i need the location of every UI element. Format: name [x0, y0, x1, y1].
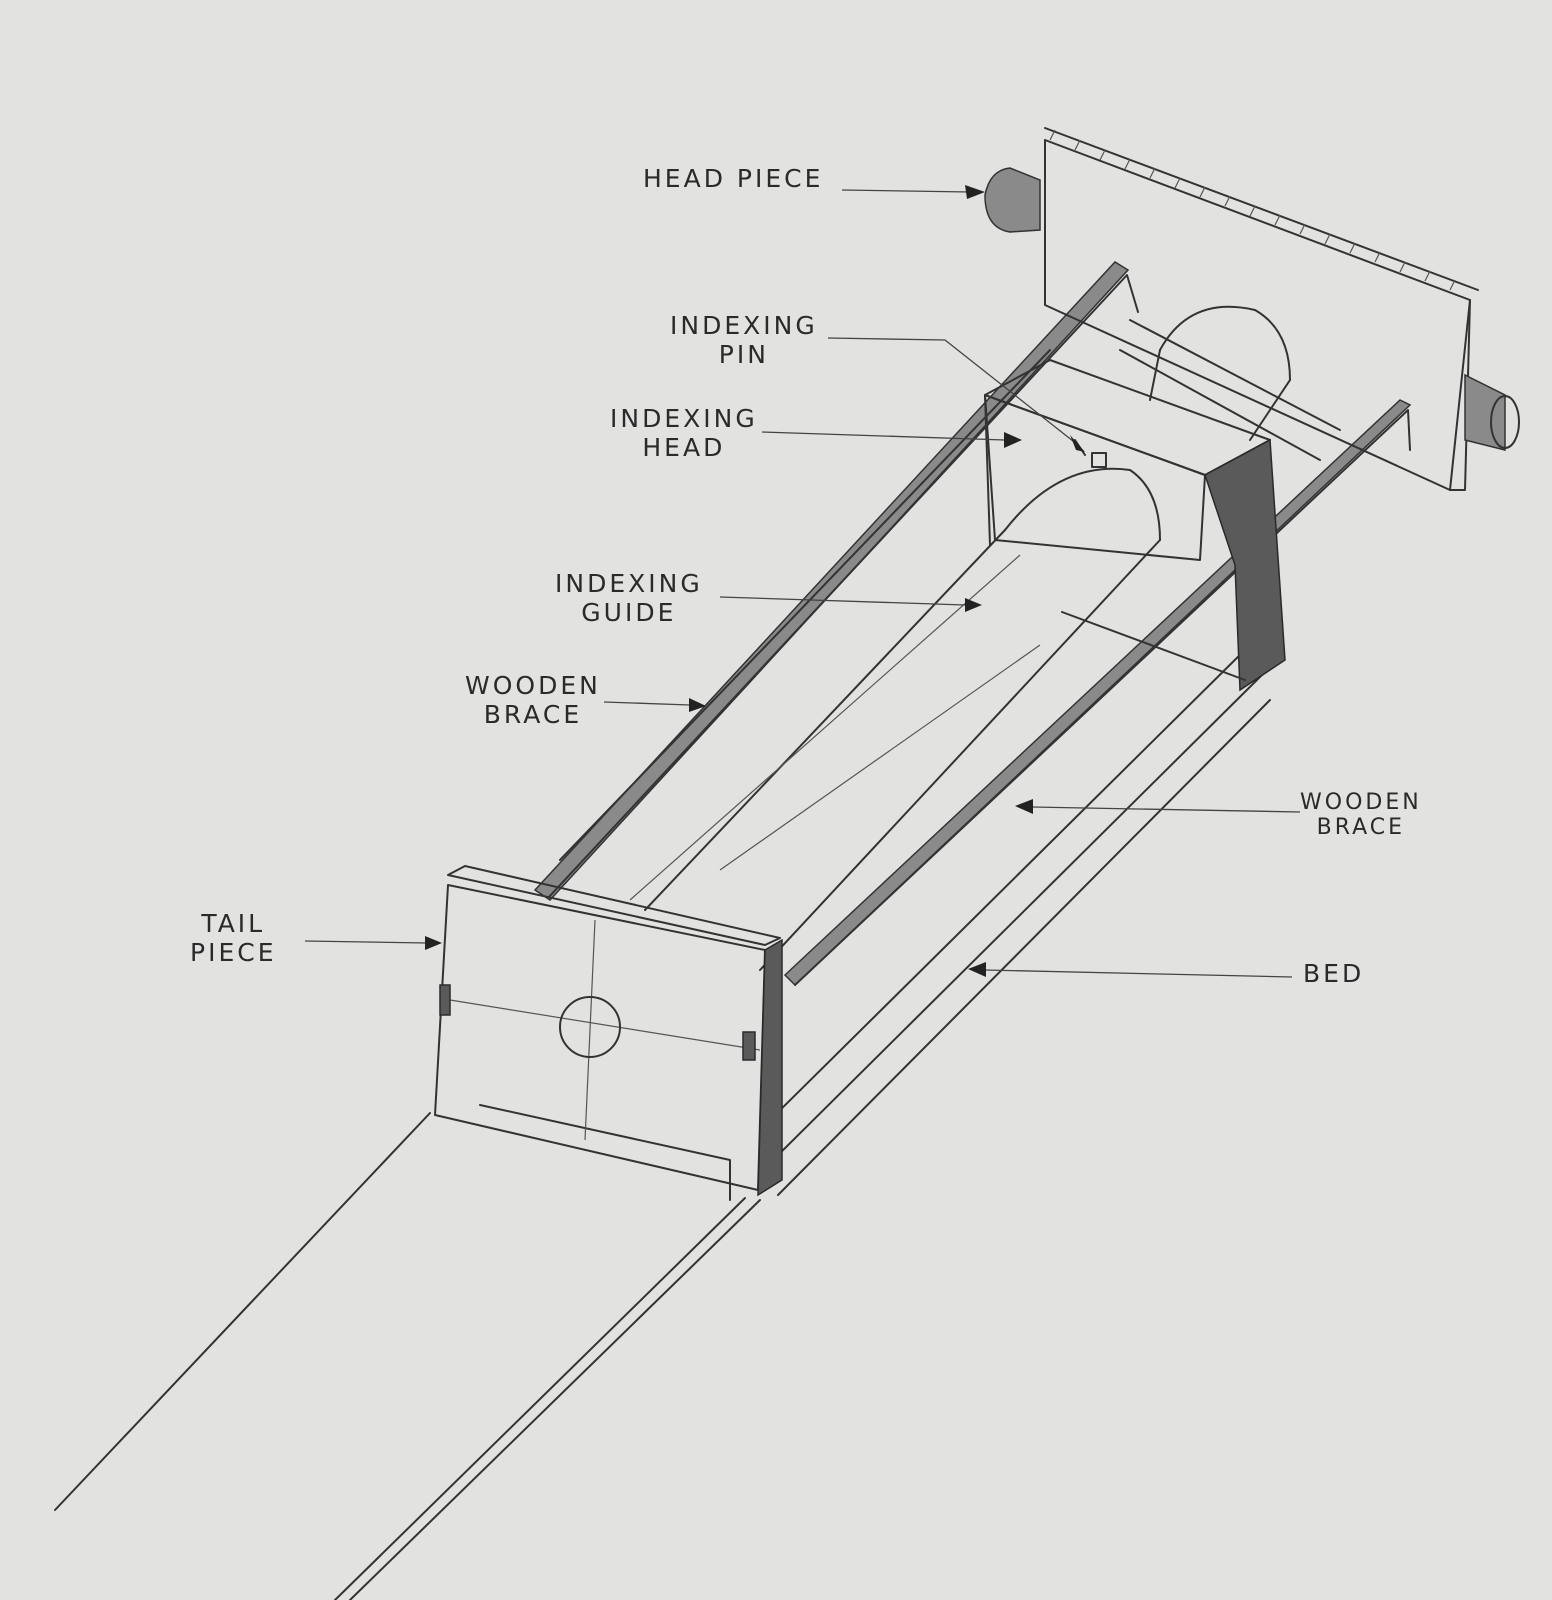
indexing-head — [984, 359, 1286, 692]
rear-cylinder — [1119, 305, 1341, 461]
label-indexing-head: INDEXING HEAD — [610, 404, 758, 462]
label-wooden-brace-right: WOODEN BRACE — [1300, 790, 1422, 841]
label-bed: BED — [1303, 959, 1365, 988]
right-clip — [742, 1031, 756, 1061]
tail-piece-hole — [559, 996, 621, 1058]
indexing-guide — [629, 467, 1246, 971]
label-tail-piece: TAIL PIECE — [190, 909, 277, 967]
label-indexing-guide: INDEXING GUIDE — [555, 569, 703, 627]
bed — [54, 639, 1271, 1600]
indexing-pin — [1091, 452, 1107, 468]
left-clip — [439, 984, 451, 1016]
wooden-brace-right — [783, 399, 1412, 987]
tail-piece — [434, 865, 783, 1201]
label-head-piece: HEAD PIECE — [643, 164, 824, 193]
head-piece — [984, 127, 1520, 491]
leaders — [304, 185, 1301, 978]
label-wooden-brace-left: WOODEN BRACE — [465, 671, 601, 729]
label-indexing-pin: INDEXING PIN — [670, 311, 818, 369]
